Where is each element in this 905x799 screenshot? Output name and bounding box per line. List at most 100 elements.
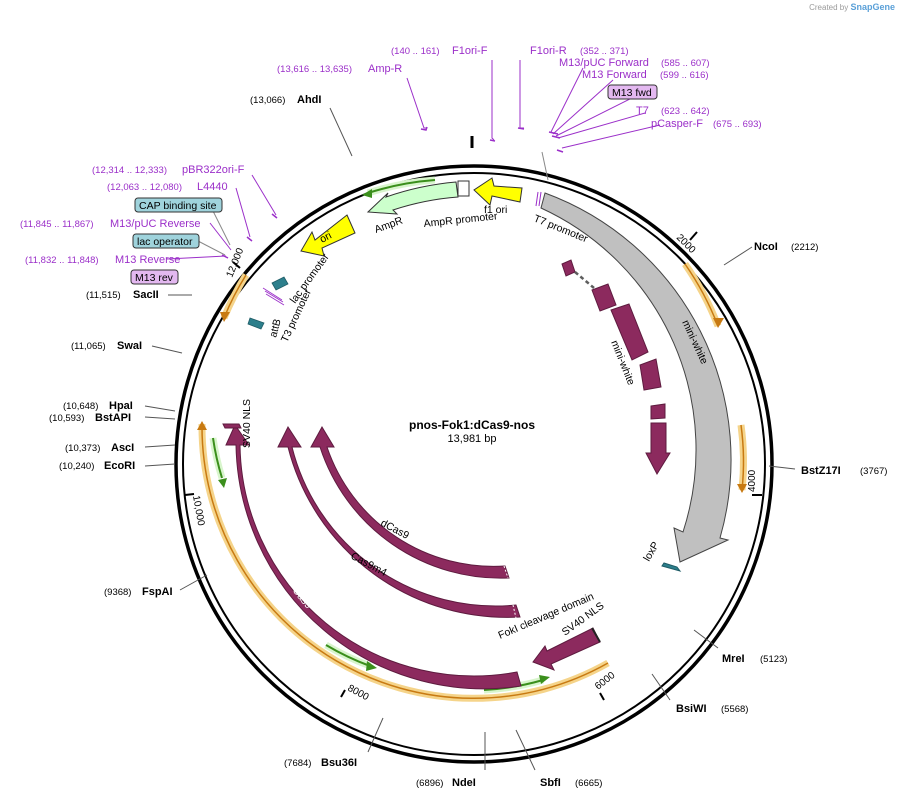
tick-10000: 10,000 xyxy=(190,495,206,527)
cap-binding-site-box[interactable] xyxy=(134,197,223,213)
primer-pcasper-f-name[interactable]: pCasper-F xyxy=(651,118,703,130)
site-ahdi-name[interactable]: AhdI xyxy=(297,94,321,106)
sv40-nls-left-label: SV40 NLS xyxy=(241,399,253,448)
site-ncoi-pos: (2212) xyxy=(791,242,818,253)
cas9m4-label: Cas9m4 xyxy=(349,550,389,579)
primer-m13puc-rev-name[interactable]: M13/pUC Reverse xyxy=(110,218,200,230)
scale-ticks xyxy=(184,231,762,701)
lac-operator-box[interactable] xyxy=(132,233,200,249)
lac-region-marks xyxy=(262,287,285,306)
primer-binding-marks xyxy=(221,126,564,259)
site-asci-name[interactable]: AscI xyxy=(111,442,134,454)
tick-6000: 6000 xyxy=(593,670,618,693)
orange-orf-heads xyxy=(197,312,747,493)
tick-4000: 4000 xyxy=(747,469,758,492)
ampr-promoter-box xyxy=(457,180,470,197)
site-swai-name[interactable]: SwaI xyxy=(117,340,142,352)
primer-m13-rev-name[interactable]: M13 Reverse xyxy=(115,254,180,266)
site-bstz17i-pos: (3767) xyxy=(860,466,887,477)
m13-rev-box-label: M13 rev xyxy=(135,272,174,284)
cap-binding-site-label: CAP binding site xyxy=(139,200,217,212)
loxp-label: loxP xyxy=(641,540,662,564)
site-bstz17i-name[interactable]: BstZ17I xyxy=(801,465,841,477)
f1-ori-label: f1 ori xyxy=(484,204,507,216)
primer-m13-rev-pos: (11,832 .. 11,848) xyxy=(25,255,99,266)
site-sbfi-name[interactable]: SbfI xyxy=(540,777,561,789)
site-bsu36i-name[interactable]: Bsu36I xyxy=(321,757,357,769)
site-bsiwi-pos: (5568) xyxy=(721,704,748,715)
ampr-feature xyxy=(366,181,459,215)
ampr-label: AmpR xyxy=(373,214,405,235)
green-orfs xyxy=(209,176,550,694)
mini-white-cds xyxy=(561,259,671,476)
site-bstapi-pos: (10,593) xyxy=(49,413,84,424)
m13-fwd-box[interactable] xyxy=(607,84,658,100)
sv40-nls-left-feature xyxy=(222,423,242,429)
primer-amp-r-pos: (13,616 .. 13,635) xyxy=(277,64,352,75)
m13-rev-box[interactable] xyxy=(130,269,179,285)
primer-l4440-name[interactable]: L4440 xyxy=(197,181,228,193)
snapgene-credit: Created by SnapGene xyxy=(809,2,895,12)
site-sacii-pos: (11,515) xyxy=(86,290,121,301)
site-mrei-pos: (5123) xyxy=(760,654,787,665)
cas9m4-feature xyxy=(277,425,521,618)
site-bsu36i-pos: (7684) xyxy=(284,758,311,769)
primers: (140 .. 161) F1ori-F F1ori-R (352 .. 371… xyxy=(20,45,762,285)
primer-t7-name[interactable]: T7 xyxy=(636,105,649,117)
cas9-feature xyxy=(225,423,522,690)
site-hpai-pos: (10,648) xyxy=(63,401,98,412)
site-ndei-name[interactable]: NdeI xyxy=(452,777,476,789)
primer-pbr322ori-f-name[interactable]: pBR322ori-F xyxy=(182,164,245,176)
ori-label: ori xyxy=(318,230,334,246)
feature-leaders xyxy=(197,151,549,256)
plasmid-name: pnos-Fok1:dCas9-nos xyxy=(409,418,535,432)
site-sacii-name[interactable]: SacII xyxy=(133,289,159,301)
primer-f1ori-f-pos: (140 .. 161) xyxy=(391,46,440,57)
site-sbfi-pos: (6665) xyxy=(575,778,602,789)
mini-white-grey-feature xyxy=(540,192,732,563)
primer-l4440-pos: (12,063 .. 12,080) xyxy=(107,182,182,193)
t7-promoter-marks xyxy=(535,191,542,207)
site-leaders xyxy=(144,107,796,771)
primer-f1ori-f-name[interactable]: F1ori-F xyxy=(452,45,488,57)
site-ahdi-pos: (13,066) xyxy=(250,95,285,106)
primer-pcasper-f-pos: (675 .. 693) xyxy=(713,119,762,130)
plasmid-backbone xyxy=(174,136,774,764)
primer-m13-fwd-pos: (599 .. 616) xyxy=(660,70,709,81)
tick-8000: 8000 xyxy=(346,683,371,703)
site-bsiwi-name[interactable]: BsiWI xyxy=(676,703,707,715)
site-bstapi-name[interactable]: BstAPI xyxy=(95,412,131,424)
site-hpai-name[interactable]: HpaI xyxy=(109,400,133,412)
site-ecori-pos: (10,240) xyxy=(59,461,94,472)
site-asci-pos: (10,373) xyxy=(65,443,100,454)
primer-amp-r-name[interactable]: Amp-R xyxy=(368,63,402,75)
loxp-feature xyxy=(661,562,682,572)
primer-m13puc-fwd-name[interactable]: M13/pUC Forward xyxy=(559,57,649,69)
sv40-nls-right-feature xyxy=(591,627,601,643)
snapgene-logo: SnapGene xyxy=(850,2,895,12)
site-ecori-name[interactable]: EcoRI xyxy=(104,460,135,472)
primer-m13-fwd-name[interactable]: M13 Forward xyxy=(582,69,647,81)
site-ncoi-name[interactable]: NcoI xyxy=(754,241,778,253)
site-swai-pos: (11,065) xyxy=(71,341,106,352)
mini-white-introns xyxy=(574,271,595,289)
attb-misc-features xyxy=(247,276,289,330)
credit-prefix: Created by xyxy=(809,3,849,12)
attb-label: attB xyxy=(267,318,283,339)
primer-m13puc-rev-pos: (11,845 .. 11,867) xyxy=(20,219,94,230)
primer-pbr322ori-f-pos: (12,314 .. 12,333) xyxy=(92,165,167,176)
ampr-promoter-label: AmpR promoter xyxy=(423,210,498,230)
site-fspai-pos: (9368) xyxy=(104,587,131,598)
restriction-sites: NcoI (2212) BstZ17I (3767) MreI (5123) B… xyxy=(49,94,887,789)
primer-t7-pos: (623 .. 642) xyxy=(661,106,710,117)
foki-feature xyxy=(532,627,601,671)
lac-operator-label: lac operator xyxy=(137,236,193,248)
m13-fwd-box-label: M13 fwd xyxy=(612,87,652,99)
dcas9-feature xyxy=(310,425,510,579)
primer-f1ori-r-name[interactable]: F1ori-R xyxy=(530,45,567,57)
primer-f1ori-r-pos: (352 .. 371) xyxy=(580,46,629,57)
primer-m13puc-fwd-pos: (585 .. 607) xyxy=(661,58,710,69)
site-fspai-name[interactable]: FspAI xyxy=(142,586,173,598)
site-mrei-name[interactable]: MreI xyxy=(722,653,745,665)
site-ndei-pos: (6896) xyxy=(416,778,443,789)
